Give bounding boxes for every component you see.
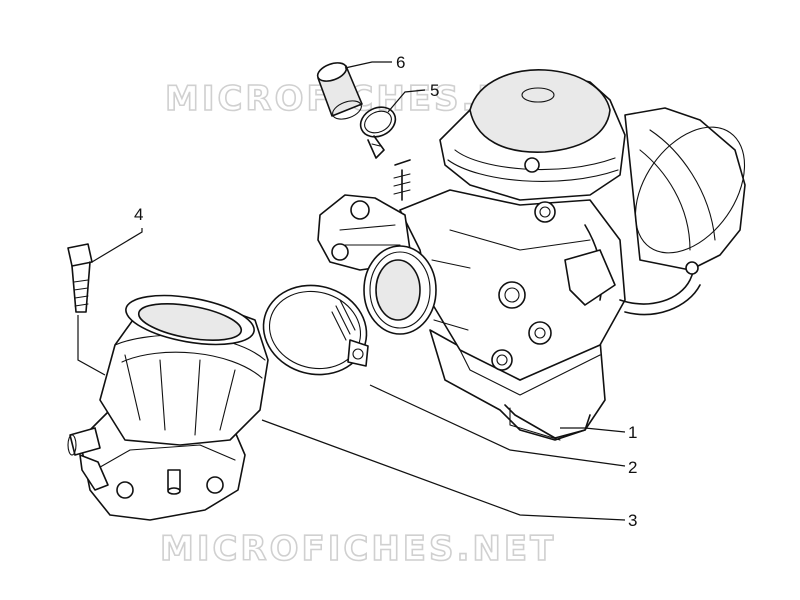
callout-6: 6 — [396, 53, 405, 72]
leader-lines — [77, 61, 626, 521]
callout-5: 5 — [430, 81, 439, 100]
part-sleeve[interactable] — [315, 59, 364, 122]
watermark-bottom: MICROFICHES.NET — [160, 529, 556, 569]
callout-4: 4 — [134, 205, 143, 224]
callout-3: 3 — [628, 511, 637, 530]
callout-2: 2 — [628, 458, 637, 477]
part-carburettor[interactable] — [317, 69, 767, 441]
part-intake-manifold[interactable] — [67, 287, 269, 521]
part-hose-clamp-large[interactable] — [253, 274, 376, 386]
callout-1: 1 — [628, 423, 637, 442]
part-bolt[interactable] — [67, 243, 93, 313]
part-hose-clamp-small[interactable] — [356, 102, 400, 159]
